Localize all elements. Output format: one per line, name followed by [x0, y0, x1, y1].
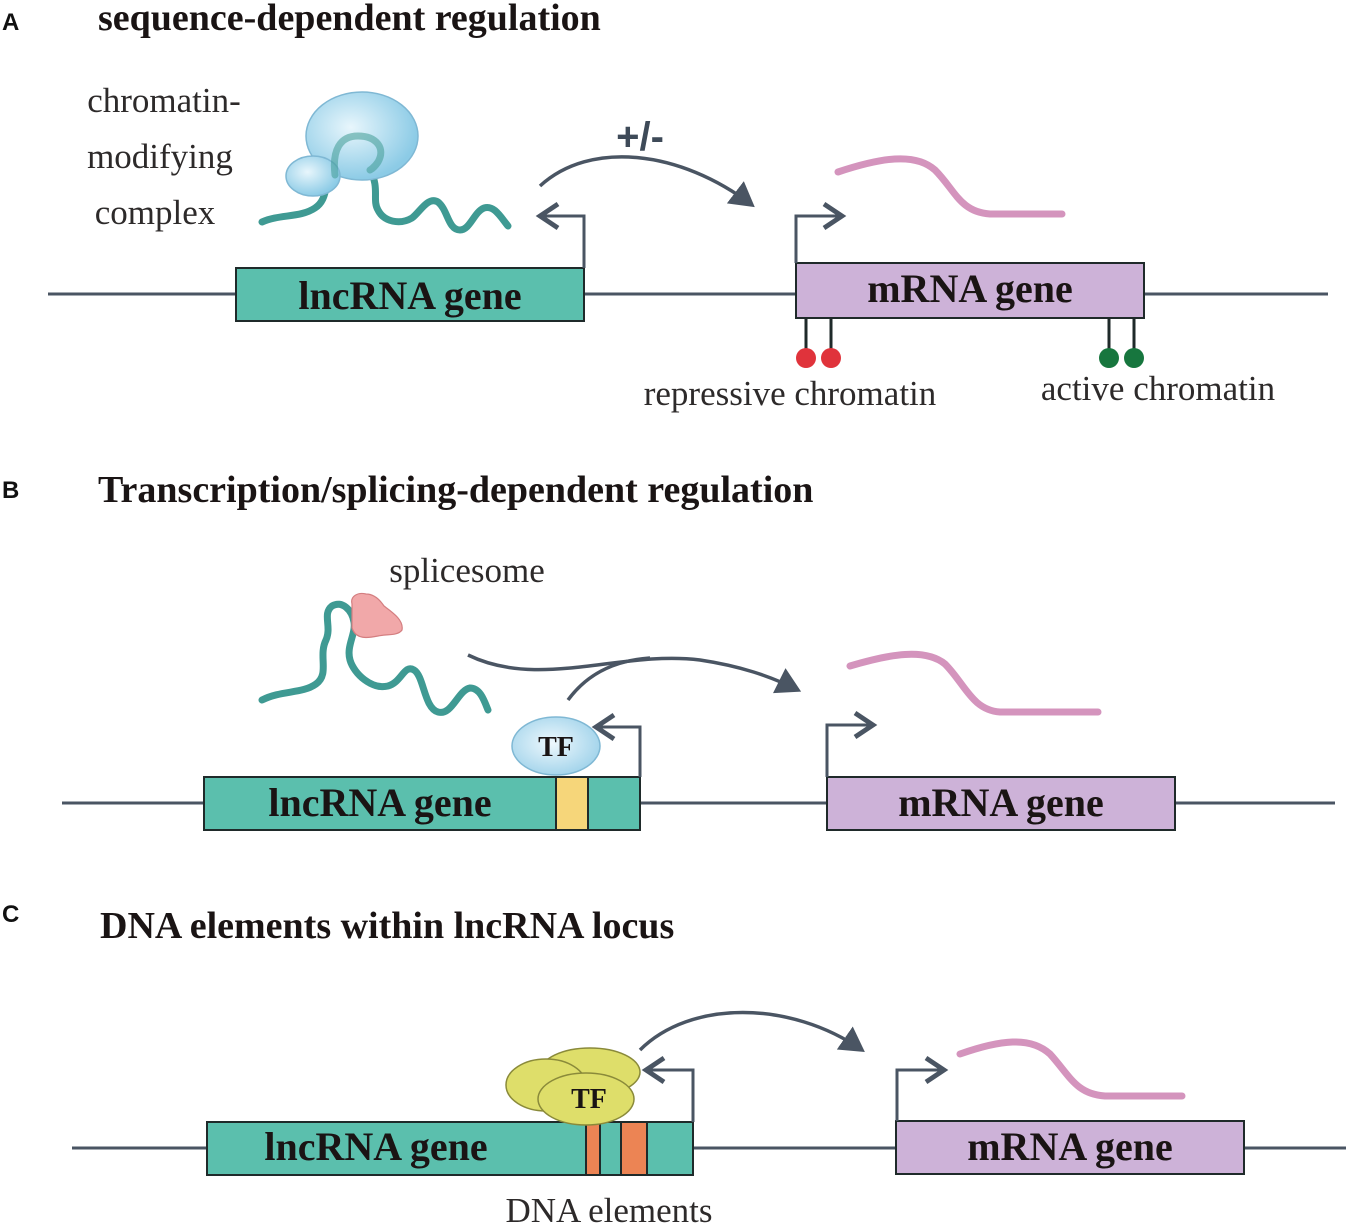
transcription-factor-front — [537, 1072, 635, 1126]
panel-c: C DNA elements within lncRNA locus lncRN… — [2, 901, 1346, 1225]
repressive-chromatin-label: repressive chromatin — [644, 374, 937, 413]
regulation-arrow — [538, 155, 755, 208]
panel-b-letter: B — [2, 477, 19, 504]
tf-label: TF — [571, 1084, 607, 1115]
dna-elements-label: DNA elements — [505, 1191, 712, 1225]
lncrna-gene-box — [235, 267, 585, 322]
lncrna-promoter-arrow — [591, 713, 642, 777]
mrna-gene-label: mRNA gene — [898, 780, 1104, 825]
complex-label-line1: chromatin- — [87, 81, 241, 120]
rna-loop-in-complex — [330, 132, 385, 179]
regulation-sign: +/- — [616, 115, 664, 159]
lncrna-promoter-arrow — [535, 202, 586, 268]
tf-label: TF — [538, 732, 574, 763]
active-chromatin-marks — [1099, 318, 1144, 368]
lncrna-gene-label: lncRNA gene — [268, 780, 491, 825]
dna-element — [585, 1121, 601, 1176]
chromatin-modifying-complex-small — [285, 155, 341, 197]
transcription-regulation-arrow — [566, 656, 651, 702]
repressive-chromatin-marks — [796, 318, 841, 368]
spliceosome-label: splicesome — [389, 551, 545, 590]
rna-regulation-arrow — [467, 653, 802, 694]
spliceosome — [351, 592, 403, 639]
panel-a-title: sequence-dependent regulation — [98, 0, 601, 39]
mrna-transcript — [846, 650, 1102, 716]
active-chromatin-label: active chromatin — [1041, 369, 1275, 408]
panel-b: B Transcription/splicing-dependent regul… — [2, 469, 1335, 831]
mrna-transcript — [956, 1038, 1186, 1100]
complex-label-line2: modifying — [87, 137, 233, 176]
panel-c-letter: C — [2, 901, 19, 928]
mrna-gene-box — [895, 1120, 1245, 1175]
mrna-transcript — [834, 155, 1066, 218]
complex-label-line3: complex — [95, 193, 216, 232]
lncrna-gene-box — [206, 1121, 694, 1176]
panel-a-letter: A — [2, 9, 19, 36]
regulation-arrow — [638, 1010, 865, 1052]
mrna-promoter-arrow — [895, 1056, 949, 1121]
transcription-factor — [511, 716, 601, 776]
tf-binding-site — [555, 776, 589, 831]
lncrna-transcript — [258, 600, 492, 716]
mrna-promoter-arrow — [825, 711, 878, 777]
panel-a: A sequence-dependent regulation lncRNA g… — [2, 0, 1328, 413]
mrna-gene-label: mRNA gene — [867, 266, 1073, 311]
mrna-promoter-arrow — [794, 202, 847, 263]
dna-element — [620, 1121, 648, 1176]
lncrna-gene-label: lncRNA gene — [298, 273, 521, 318]
panel-c-title: DNA elements within lncRNA locus — [100, 905, 674, 947]
mrna-gene-box — [795, 262, 1145, 319]
lncrna-promoter-arrow — [641, 1056, 695, 1122]
mrna-gene-box — [826, 776, 1176, 831]
panel-b-title: Transcription/splicing-dependent regulat… — [98, 469, 813, 511]
lncrna-gene-label: lncRNA gene — [264, 1124, 487, 1169]
mrna-gene-label: mRNA gene — [967, 1124, 1173, 1169]
